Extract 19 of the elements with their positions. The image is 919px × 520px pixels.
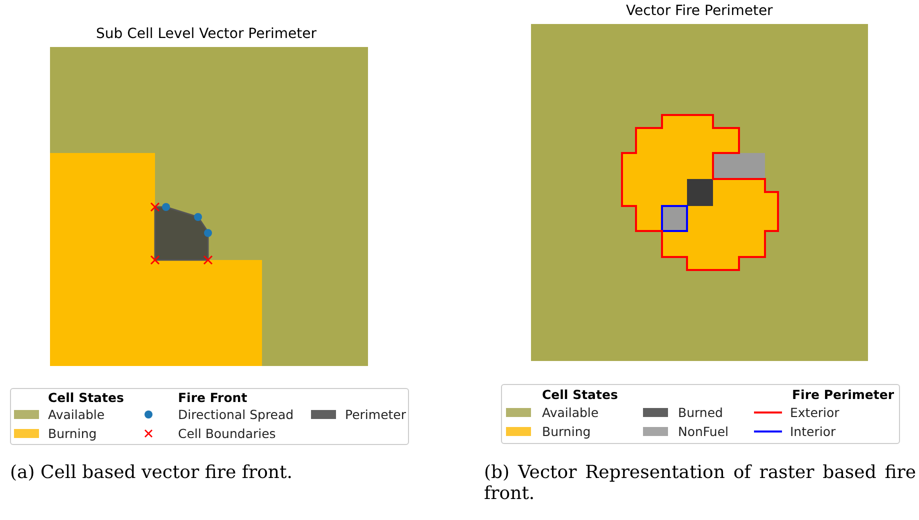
legend-heading: Cell States	[48, 390, 124, 405]
legend-heading: Fire Perimeter	[792, 387, 894, 402]
legend-heading: Fire Front	[178, 390, 248, 405]
legend-label: Interior	[790, 424, 836, 439]
legend-label: Cell Boundaries	[178, 426, 276, 441]
legend-heading: Cell States	[542, 387, 618, 402]
legend-label: Directional Spread	[178, 407, 294, 422]
legend-label: Available	[542, 405, 599, 420]
legend-label: NonFuel	[678, 424, 729, 439]
legend-label: Burning	[542, 424, 591, 439]
legend-label: Perimeter	[345, 407, 406, 422]
chart-title: Vector Fire Perimeter	[626, 3, 773, 19]
figure-caption: (b) Vector Representation of raster based fire front.	[484, 462, 916, 504]
legend-label: Available	[48, 407, 105, 422]
legend-label: Exterior	[790, 405, 840, 420]
legend-label: Burned	[678, 405, 723, 420]
legend-label: Burning	[48, 426, 97, 441]
chart-title: Sub Cell Level Vector Perimeter	[96, 26, 316, 42]
figure-caption: (a) Cell based vector fire front.	[10, 462, 294, 483]
